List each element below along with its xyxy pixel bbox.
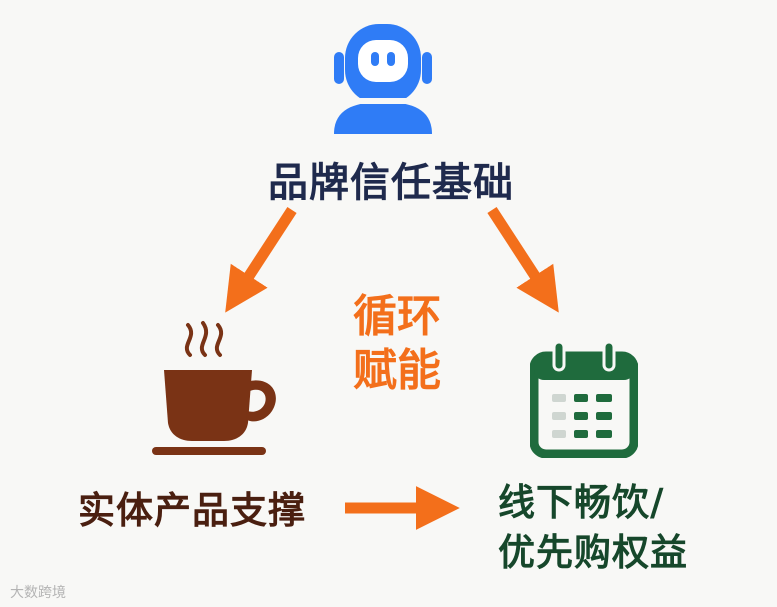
- calendar-icon: [530, 342, 638, 458]
- node-label-physical-product: 实体产品支撑: [78, 489, 306, 532]
- arrow-top-to-left: [225, 206, 297, 313]
- node-label-offline-benefits-line-1: 线下畅饮/: [498, 481, 665, 524]
- node-label-brand-trust: 品牌信任基础: [268, 160, 514, 206]
- node-label-offline-benefits-line-2: 优先购权益: [498, 531, 688, 574]
- watermark: 大数跨境: [10, 585, 66, 601]
- center-line-1: 循环: [353, 291, 441, 342]
- robot-avatar-icon: [334, 24, 432, 134]
- center-line-2: 赋能: [353, 345, 441, 396]
- coffee-cup-icon: [152, 321, 276, 455]
- node-label-offline-benefits: 线下畅饮/ 优先购权益: [498, 478, 698, 578]
- arrow-top-to-right: [487, 206, 559, 313]
- center-cycle-text: 循环 赋能: [342, 290, 452, 398]
